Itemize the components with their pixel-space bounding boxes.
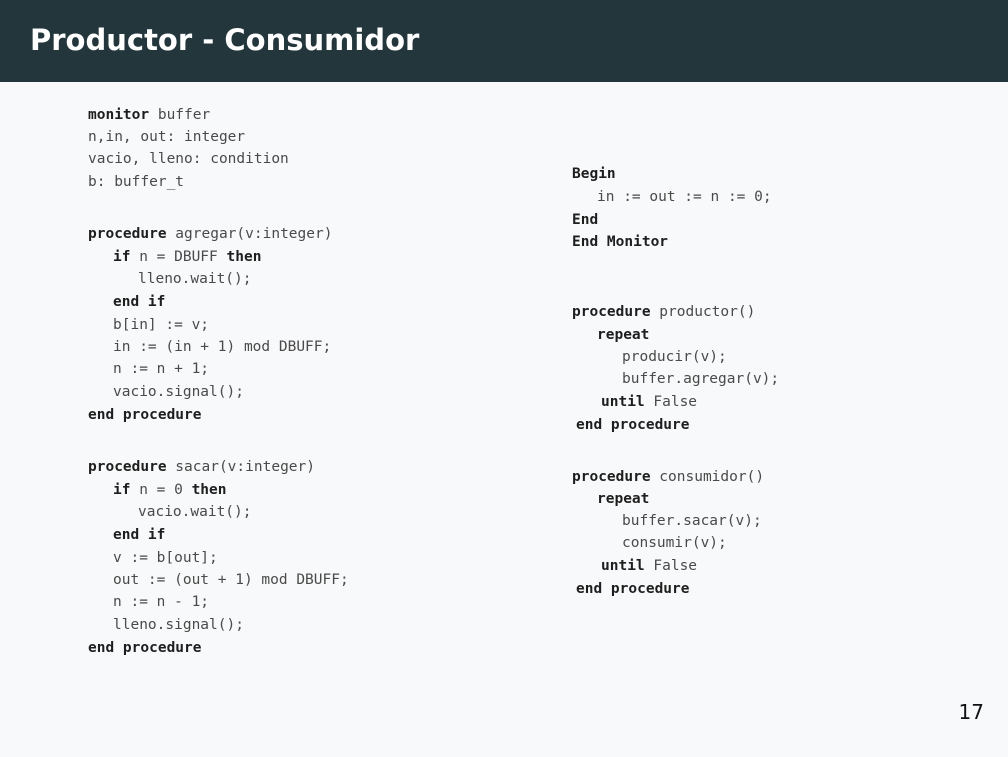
slide-title: Productor - Consumidor bbox=[30, 23, 420, 57]
code-line: producir(v); bbox=[622, 349, 727, 365]
code-line: consumir(v); bbox=[622, 535, 727, 551]
code-line: monitor buffer bbox=[88, 107, 211, 123]
code-line: procedure agregar(v:integer) bbox=[88, 226, 333, 242]
code-line: in := (in + 1) mod DBUFF; bbox=[113, 339, 332, 355]
code-line: End Monitor bbox=[572, 234, 669, 250]
page-number: 17 bbox=[958, 700, 984, 724]
code-line: End bbox=[572, 212, 599, 228]
code-line: lleno.signal(); bbox=[113, 617, 244, 633]
code-line: lleno.wait(); bbox=[138, 271, 252, 287]
code-line: b[in] := v; bbox=[113, 317, 210, 333]
code-line: if n = DBUFF then bbox=[113, 249, 262, 265]
code-line: until False bbox=[601, 394, 698, 410]
code-line: out := (out + 1) mod DBUFF; bbox=[113, 572, 349, 588]
code-line: end procedure bbox=[88, 407, 202, 423]
code-line: until False bbox=[601, 558, 698, 574]
code-line: n := n + 1; bbox=[113, 361, 210, 377]
code-line: in := out := n := 0; bbox=[597, 189, 772, 205]
title-bar: Productor - Consumidor bbox=[0, 0, 1008, 82]
right-code-column: Begin in := out := n := 0; End End Monit… bbox=[572, 0, 779, 597]
left-code-column: monitor buffer n,in, out: integer vacio,… bbox=[88, 0, 349, 656]
code-line: vacio.wait(); bbox=[138, 504, 252, 520]
code-line: buffer.sacar(v); bbox=[622, 513, 762, 529]
code-line: n := n - 1; bbox=[113, 594, 210, 610]
code-line: procedure consumidor() bbox=[572, 469, 765, 485]
code-line: n,in, out: integer bbox=[88, 129, 246, 145]
code-line: v := b[out]; bbox=[113, 550, 218, 566]
code-line: procedure sacar(v:integer) bbox=[88, 459, 315, 475]
code-line: procedure productor() bbox=[572, 304, 756, 320]
code-line: vacio, lleno: condition bbox=[88, 151, 289, 167]
code-line: buffer.agregar(v); bbox=[622, 371, 780, 387]
code-line: end procedure bbox=[576, 417, 690, 433]
code-line: if n = 0 then bbox=[113, 482, 227, 498]
code-line: end if bbox=[113, 527, 166, 543]
code-line: repeat bbox=[597, 327, 650, 343]
code-line: end procedure bbox=[88, 640, 202, 656]
code-line: repeat bbox=[597, 491, 650, 507]
code-line: end procedure bbox=[576, 581, 690, 597]
code-line: b: buffer_t bbox=[88, 174, 185, 190]
code-line: vacio.signal(); bbox=[113, 384, 244, 400]
code-line: Begin bbox=[572, 166, 616, 182]
code-line: end if bbox=[113, 294, 166, 310]
